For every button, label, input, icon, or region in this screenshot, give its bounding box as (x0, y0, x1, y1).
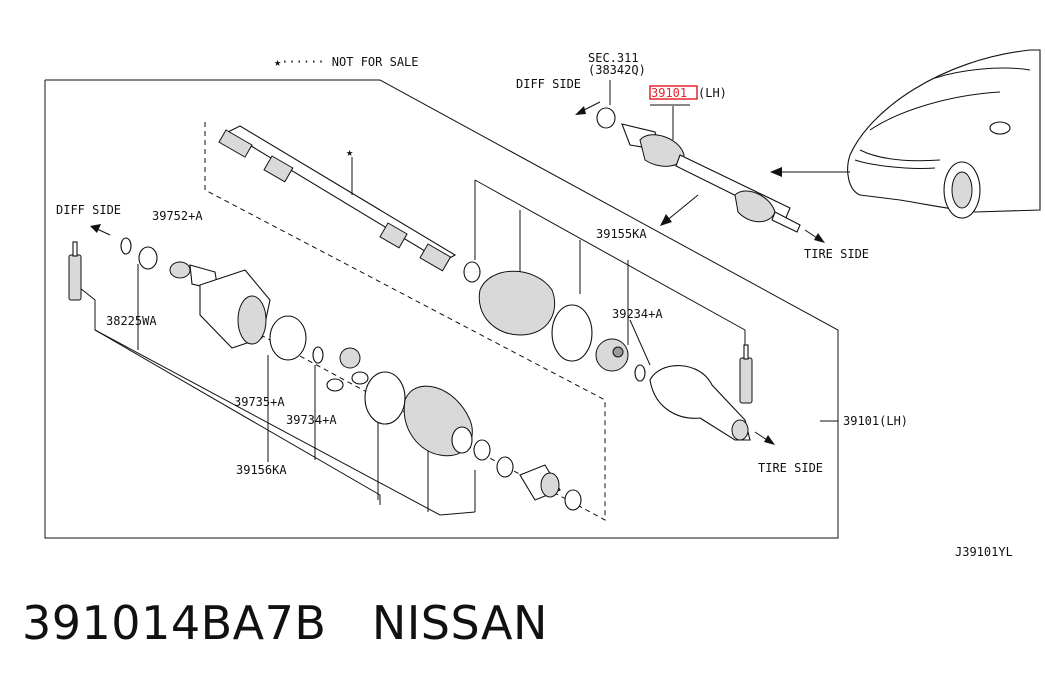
brand-name: NISSAN (371, 596, 548, 650)
assembled-driveshaft-top (596, 80, 801, 233)
highlight-part-label: 39101 (651, 86, 687, 100)
highlight-suffix-label: (LH) (698, 86, 727, 100)
not-for-sale-label: ★······ NOT FOR SALE (274, 55, 419, 69)
circlip-38225 (120, 237, 132, 255)
vehicle-illustration (847, 49, 1041, 219)
diff-side-top-label: DIFF SIDE (516, 77, 581, 91)
boot-band-damper (564, 489, 582, 511)
highlight-box (649, 85, 698, 100)
seal-ring-right (463, 261, 481, 283)
boot-band-small-left (473, 439, 491, 461)
boot-inner (403, 385, 473, 457)
outer-cv-joint (649, 365, 751, 441)
part-39101lh-label: 39101(LH) (843, 414, 908, 428)
damper (519, 464, 561, 501)
boot-band-left-2 (496, 456, 514, 478)
part-39735-label: 39735+A (234, 395, 285, 409)
tripod-spider (326, 347, 369, 392)
part-39156-label: 39156KA (236, 463, 287, 477)
snap-ring-39734 (312, 346, 324, 364)
sec311-label: SEC.311 (588, 51, 639, 65)
diagram-frame (44, 79, 839, 539)
grease-tube-right (739, 344, 753, 404)
boot-band-large-left (364, 371, 406, 425)
diff-side-left-label: DIFF SIDE (56, 203, 121, 217)
tire-side-bottom-label: TIRE SIDE (758, 461, 823, 475)
part-39155-label: 39155KA (596, 227, 647, 241)
arrows (90, 101, 850, 445)
tire-side-top-label: TIRE SIDE (804, 247, 869, 261)
part-caption: 391014BA7B NISSAN (22, 596, 548, 650)
outer-race-inner (595, 338, 629, 372)
seal-39752 (138, 246, 158, 270)
part-39752-label: 39752+A (152, 209, 203, 223)
snap-ring-39234 (634, 364, 646, 382)
star-mark: ★ (346, 145, 353, 159)
part-39734-label: 39734+A (286, 413, 337, 427)
boot-outer (478, 270, 556, 336)
intermediate-shaft (218, 125, 457, 272)
inner-joint-housing (169, 261, 271, 349)
part-39234-label: 39234+A (612, 307, 663, 321)
part-38225-label: 38225WA (106, 314, 157, 328)
sec311-part-label: (38342Q) (588, 63, 646, 77)
part-number: 391014BA7B (22, 596, 327, 650)
diagram-code-label: J39101YL (955, 545, 1013, 559)
boot-band-large-right (551, 304, 593, 362)
grease-tube-left (68, 241, 82, 301)
snap-ring-39735 (269, 315, 307, 361)
